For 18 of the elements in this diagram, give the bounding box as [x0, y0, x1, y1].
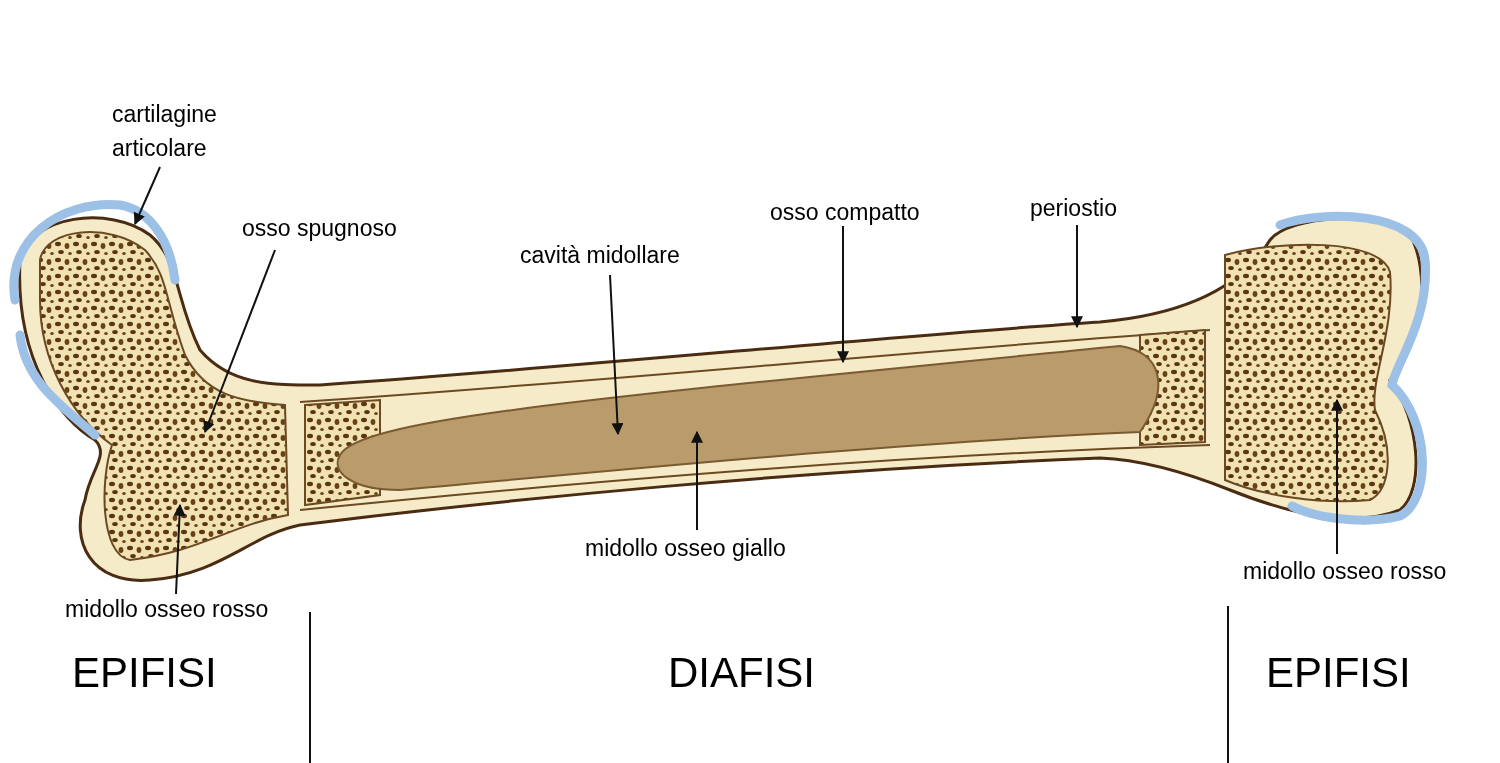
part-label: midollo osseo rosso [1243, 557, 1447, 586]
part-label: cavità midollare [520, 241, 680, 270]
part-label: osso compatto [770, 198, 920, 227]
leader-line [203, 249, 276, 434]
part-label: cartilagine articolare [112, 100, 218, 163]
region-label: EPIFISI [1266, 648, 1411, 698]
region-label: DIAFISI [668, 648, 816, 698]
part-label: periostio [1030, 194, 1117, 223]
leader-line [133, 166, 161, 226]
leader-line [1331, 398, 1343, 555]
part-label: midollo osseo rosso [65, 595, 269, 624]
leader-line [691, 430, 703, 531]
leader-line [837, 225, 849, 364]
part-label: osso spugnoso [242, 214, 397, 243]
leader-line [1071, 224, 1083, 329]
part-label: midollo osseo giallo [585, 534, 786, 563]
region-label: EPIFISI [72, 648, 217, 698]
leader-line [609, 274, 624, 436]
